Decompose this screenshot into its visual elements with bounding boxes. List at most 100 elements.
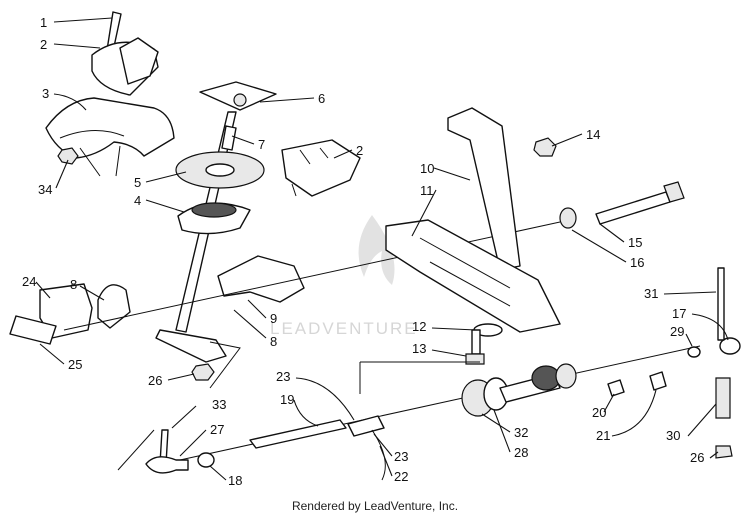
leader-12 [431, 327, 477, 331]
rod-end-27-icon [145, 456, 189, 474]
footer-credit: Rendered by LeadVenture, Inc. [292, 499, 458, 513]
brake-lever-assembly [359, 107, 685, 394]
callout-34: 34 [38, 182, 52, 197]
leader-30 [687, 403, 717, 437]
leader-34 [55, 159, 69, 189]
watermark-text: LEADVENTURE [270, 319, 418, 338]
leader-26 [167, 373, 195, 381]
callout-7: 7 [258, 137, 265, 152]
fitting-20-icon [607, 379, 625, 397]
callout-11: 11 [420, 183, 434, 198]
callout-33: 33 [212, 397, 226, 412]
callout-8b: 8 [270, 334, 277, 349]
leader-1 [53, 17, 113, 23]
leader-18 [209, 465, 227, 481]
nut-26-icon [191, 363, 215, 381]
leader-4 [145, 199, 185, 213]
leader-7 [231, 135, 255, 145]
callout-20: 20 [592, 405, 606, 420]
callout-19: 19 [280, 392, 294, 407]
callout-13: 13 [412, 341, 426, 356]
callout-31: 31 [644, 286, 658, 301]
bushing-block-2-detail [291, 147, 329, 197]
bolt-15-head-icon [663, 181, 685, 203]
cable-19-icon [249, 419, 347, 449]
washer-5-hole-icon [205, 163, 235, 177]
clamp-9-icon [217, 255, 305, 303]
leader-2 [53, 43, 101, 49]
callout-18: 18 [228, 473, 242, 488]
leader-6 [259, 97, 315, 103]
leader-17 [691, 313, 729, 341]
cable-assembly [117, 267, 741, 481]
callout-10: 10 [420, 161, 434, 176]
callout-23a: 23 [276, 369, 290, 384]
callout-8a: 8 [70, 277, 77, 292]
pin-7-icon [221, 125, 237, 151]
leader-13 [431, 349, 467, 357]
leader-16 [571, 229, 627, 263]
callout-17: 17 [672, 306, 686, 321]
leader-33 [171, 405, 197, 429]
bolt-15-icon [595, 191, 671, 225]
leader-26b [709, 451, 719, 459]
leader-8b [233, 309, 267, 339]
nut-18-icon [197, 452, 215, 468]
callout-5: 5 [134, 175, 141, 190]
spacer-30-icon [715, 377, 731, 419]
leader-5 [145, 171, 187, 183]
bearing-4-race-icon [191, 202, 237, 218]
leader-22 [379, 445, 393, 477]
callout-1: 1 [40, 15, 47, 30]
callout-23b: 23 [394, 449, 408, 464]
callout-28: 28 [514, 445, 528, 460]
callout-9: 9 [270, 311, 277, 326]
leader-27 [179, 429, 207, 457]
bracket-edge [59, 129, 125, 177]
callout-4: 4 [134, 193, 141, 208]
leader-19 [293, 399, 319, 427]
callout-32: 32 [514, 425, 528, 440]
callout-12: 12 [412, 319, 426, 334]
guide-line-13 [359, 361, 480, 394]
callout-21: 21 [596, 428, 610, 443]
leader-28 [493, 409, 511, 453]
leader-15 [599, 223, 625, 243]
leader-9 [247, 299, 267, 319]
adjuster-nut-icon [555, 363, 577, 389]
callout-24: 24 [22, 274, 36, 289]
watermark: LEADVENTURE [270, 215, 418, 338]
arm-outline [209, 341, 241, 389]
steering-post-assembly [45, 11, 361, 389]
upper-bushing-block-cap-icon [119, 37, 159, 85]
callout-6: 6 [318, 91, 325, 106]
callout-15: 15 [628, 235, 642, 250]
nut-26b-icon [715, 445, 733, 459]
tie-rod-line [63, 221, 561, 331]
lever-11-icon [385, 219, 561, 333]
nut-14-icon [533, 137, 557, 157]
callout-27: 27 [210, 422, 224, 437]
leader-29 [685, 333, 693, 347]
nut-34-icon [57, 147, 79, 165]
dashed-zone [117, 429, 155, 471]
leader-25 [39, 343, 65, 365]
callout-labels: 1 2 3 34 6 7 2 5 4 10 11 14 15 16 24 8 9… [22, 15, 704, 488]
callout-25: 25 [68, 357, 82, 372]
leader-20 [603, 393, 615, 413]
leader-23b [373, 433, 393, 457]
callout-16: 16 [630, 255, 644, 270]
cable-fitting-22-icon [347, 415, 385, 437]
clamp-block-25-icon [9, 315, 57, 345]
steering-arm-icon [155, 329, 227, 363]
leader-32 [481, 413, 511, 433]
callout-14: 14 [586, 127, 600, 142]
leader-11 [411, 189, 437, 237]
leader-14 [551, 133, 583, 147]
rod-end-17-icon [719, 337, 741, 355]
callout-29: 29 [670, 324, 684, 339]
leader-3 [53, 93, 87, 111]
bolt-31-icon [717, 267, 725, 341]
leader-21 [611, 389, 657, 437]
